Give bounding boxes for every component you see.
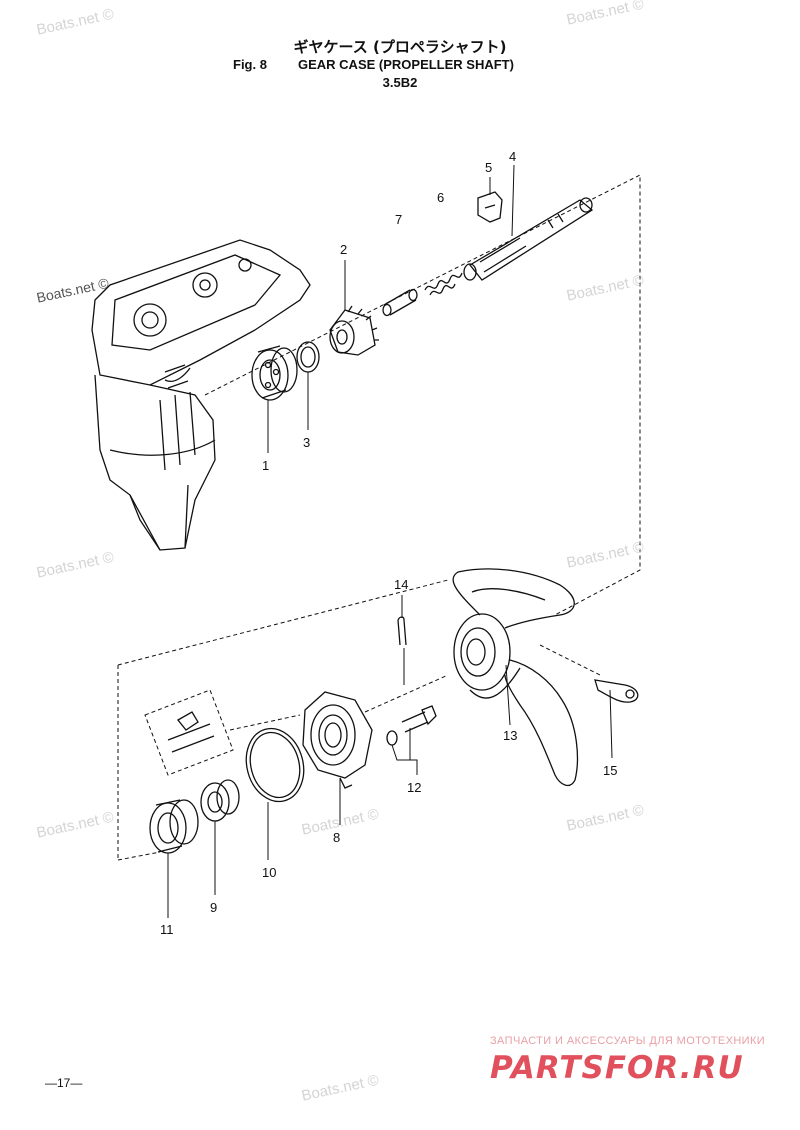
title-english: GEAR CASE (PROPELLER SHAFT) xyxy=(298,57,514,72)
callout-5: 5 xyxy=(485,160,493,175)
brand-subtitle: ЗАПЧАСТИ И АКСЕССУАРЫ ДЛЯ МОТОТЕХНИКИ xyxy=(490,1035,766,1047)
propeller-part-13 xyxy=(452,568,579,787)
title-japanese: ギヤケース (プロペラシャフト) xyxy=(293,38,507,56)
callout-2: 2 xyxy=(340,242,348,257)
inset-detail-box xyxy=(144,689,234,776)
callout-10: 10 xyxy=(262,865,277,880)
oil-seal-part-9 xyxy=(200,779,240,822)
bearing-part-1 xyxy=(251,345,298,401)
split-pin-part-15 xyxy=(594,679,639,703)
propeller-shaft-part-4 xyxy=(463,197,594,281)
callout-13: 13 xyxy=(503,728,518,743)
callout-3: 3 xyxy=(303,435,311,450)
callout-1: 1 xyxy=(262,458,270,473)
gear-case-housing xyxy=(91,239,311,551)
clutch-part-5 xyxy=(477,191,503,223)
cotter-pin-part-14 xyxy=(397,616,407,646)
leader-lines xyxy=(167,164,613,918)
callout-11: 11 xyxy=(160,922,174,937)
pin-part-7 xyxy=(382,288,418,317)
gear-part-2 xyxy=(329,305,379,356)
bolt-washer-part-12 xyxy=(386,705,437,746)
figure-label: Fig. 8 xyxy=(233,57,267,72)
callout-9: 9 xyxy=(210,900,218,915)
o-ring-part-10 xyxy=(245,727,305,803)
callout-15: 15 xyxy=(603,763,618,778)
callout-8: 8 xyxy=(333,830,341,845)
callout-4: 4 xyxy=(509,149,517,164)
bearing-part-11 xyxy=(149,799,199,854)
callout-14: 14 xyxy=(394,577,409,592)
spring-part-6 xyxy=(424,272,463,296)
shim-part-3 xyxy=(296,341,320,373)
callout-7: 7 xyxy=(395,212,403,227)
brand-logo[interactable]: PARTSFOR.RU xyxy=(490,1050,744,1086)
callout-12: 12 xyxy=(407,780,422,795)
model-number: 3.5B2 xyxy=(382,75,418,90)
callout-6: 6 xyxy=(437,190,445,205)
page-number: —17— xyxy=(45,1076,83,1090)
lower-assembly-line xyxy=(117,579,449,861)
lower-housing-part-8 xyxy=(302,691,373,789)
